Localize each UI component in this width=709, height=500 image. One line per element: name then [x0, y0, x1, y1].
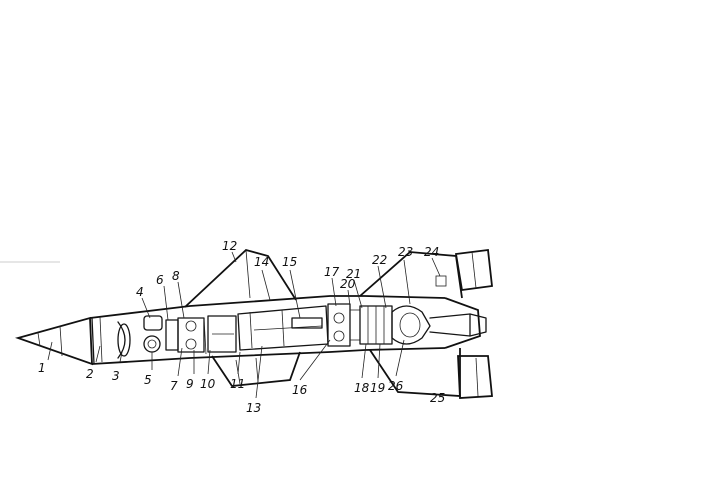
- callout-2: 2: [86, 367, 94, 381]
- nozzle: [469, 313, 487, 337]
- callout-12: 12: [222, 239, 237, 253]
- internal-equipment: [91, 275, 471, 365]
- leader-lines: [47, 251, 441, 399]
- callout-19: 19: [370, 381, 385, 395]
- fuselage-bottom: [91, 347, 446, 365]
- callout-labels: 1 2 3 4 5 6 7 8 9 10 11 12 13 14 15 16 1…: [38, 239, 445, 415]
- callout-6: 6: [156, 273, 164, 287]
- callout-24: 24: [424, 245, 439, 259]
- lower-wing: [211, 351, 301, 387]
- gyro-unit: [143, 335, 161, 353]
- lower-tail-fin: [369, 348, 461, 397]
- callout-11: 11: [230, 377, 245, 391]
- callout-9: 9: [186, 377, 194, 391]
- callout-23: 23: [398, 245, 413, 259]
- callout-3: 3: [112, 369, 120, 383]
- tail-cone: [444, 297, 481, 349]
- fuselage-top: [89, 295, 446, 319]
- callout-1: 1: [38, 361, 46, 375]
- callout-8: 8: [172, 269, 180, 283]
- callout-13: 13: [246, 401, 261, 415]
- lower-fin-tip: [457, 355, 493, 399]
- callout-5: 5: [144, 373, 152, 387]
- nose-cone: [14, 316, 93, 366]
- callout-26: 26: [388, 379, 404, 393]
- wings: [184, 248, 493, 399]
- pump-block: [327, 303, 351, 347]
- callout-20: 20: [340, 277, 356, 291]
- combustion-chamber: [391, 305, 431, 345]
- callout-15: 15: [282, 255, 297, 269]
- engine-nozzle-cone: [429, 313, 471, 337]
- radar-antenna: [117, 321, 126, 359]
- callout-22: 22: [372, 253, 387, 267]
- callout-17: 17: [324, 265, 340, 279]
- callout-7: 7: [170, 379, 178, 393]
- callout-25: 25: [430, 391, 445, 405]
- callout-14: 14: [254, 255, 269, 269]
- callout-16: 16: [292, 383, 308, 397]
- callout-4: 4: [136, 285, 144, 299]
- callout-10: 10: [200, 377, 216, 391]
- callout-21: 21: [346, 267, 361, 281]
- callout-18: 18: [354, 381, 370, 395]
- upper-fin-tip: [454, 248, 493, 292]
- fuselage: [14, 295, 487, 366]
- upper-wing: [184, 248, 297, 308]
